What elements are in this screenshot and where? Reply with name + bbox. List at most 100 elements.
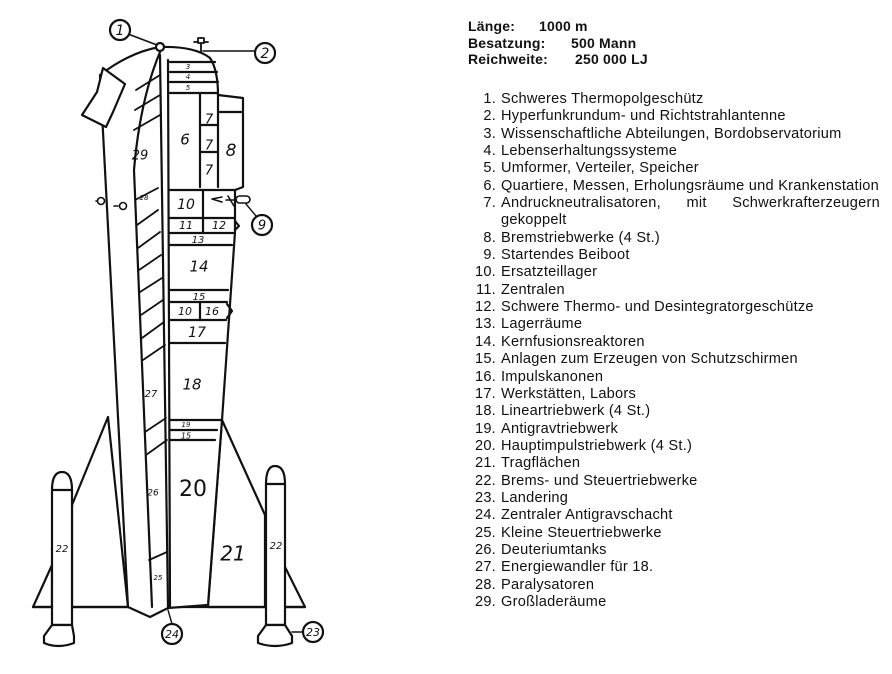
svg-text:2: 2 — [261, 46, 270, 62]
legend-item: 10. Ersatzteillager — [462, 264, 880, 281]
legend-number: 3. — [483, 125, 496, 142]
legend-item: 15.Anlagen zum Erzeugen von Schutzschirm… — [462, 351, 880, 368]
legend-text: Schwere Thermo- und Desintegratorgeschüt… — [501, 299, 814, 316]
legend-number: 16. — [474, 368, 496, 385]
legend-item: 19.Antigravtriebwerk — [462, 421, 880, 438]
svg-text:3: 3 — [186, 63, 190, 71]
legend-number: 29. — [474, 593, 496, 610]
launching-boat-icon — [211, 195, 251, 207]
legend-text: Umformer, Verteiler, Speicher — [501, 160, 699, 177]
legend-item: 11.Zentralen — [462, 282, 880, 299]
shaft-left-line — [158, 53, 170, 609]
legend-number: 27. — [474, 559, 496, 576]
svg-text:19: 19 — [182, 421, 191, 429]
legend-item: 22. Brems- und Steuertriebwerke — [462, 473, 880, 490]
svg-text:8: 8 — [226, 141, 237, 161]
antenna-icon — [193, 37, 209, 53]
legend-item: 5.Umformer, Verteiler, Speicher — [462, 160, 880, 177]
legend-number: 6. — [483, 177, 496, 194]
legend-number: 8. — [483, 229, 496, 246]
legend-text: Zentraler Antigravschacht — [501, 507, 673, 524]
legend-item: 21.Tragflächen — [462, 455, 880, 472]
legend-text: Brems- und Steuertriebwerke — [501, 472, 698, 489]
legend-item: 9. Startendes Beiboot — [462, 247, 880, 264]
svg-text:25: 25 — [154, 574, 163, 582]
legend-item: 27. Energiewandler für 18. — [462, 559, 880, 576]
legend-item: 1. Schweres Thermopolgeschütz — [462, 91, 880, 108]
svg-text:14: 14 — [189, 258, 208, 276]
legend-number: 11. — [476, 281, 496, 298]
legend-number: 14. — [474, 333, 496, 350]
svg-text:22: 22 — [56, 544, 69, 555]
legend-item: 14. Kernfusionsreaktoren — [462, 334, 880, 351]
callout-24: 24 — [160, 609, 184, 646]
legend-number: 18. — [474, 403, 496, 420]
legend-text: Quartiere, Messen, Erholungsräume und Kr… — [501, 177, 880, 194]
svg-text:23: 23 — [306, 626, 320, 639]
svg-text:7: 7 — [205, 113, 214, 128]
callout-1: 1 — [108, 18, 158, 46]
legend-number: 13. — [474, 316, 496, 333]
legend-text: Lagerräume — [501, 316, 583, 333]
legend-number: 21. — [474, 455, 496, 472]
legend-number: 22. — [474, 472, 496, 489]
left-top-fin — [80, 66, 127, 129]
legend-text: Andruckneutralisatoren, mit Schwerkrafte… — [501, 195, 880, 229]
svg-text:7: 7 — [205, 139, 214, 154]
legend-item: 4.Lebenserhaltungssysteme — [462, 143, 880, 160]
legend-number: 9. — [483, 247, 496, 264]
legend-number: 23. — [474, 489, 496, 506]
callout-9: 9 — [245, 203, 274, 237]
svg-text:7: 7 — [205, 164, 214, 179]
legend-text: Deuteriumtanks — [501, 541, 607, 558]
hatched-band — [132, 50, 162, 609]
legend-item: 13. Lagerräume — [462, 316, 880, 333]
legend-text: Ersatzteillager — [501, 264, 598, 281]
legend-item: 6. Quartiere, Messen, Erholungsräume und … — [462, 178, 880, 195]
svg-text:13: 13 — [192, 235, 205, 246]
svg-text:9: 9 — [258, 219, 266, 234]
legend-item: 7. Andruckneutralisatoren, mit Schwerkraf… — [462, 195, 880, 230]
legend-number: 7. — [483, 195, 496, 212]
svg-text:28: 28 — [140, 194, 149, 202]
svg-text:11: 11 — [179, 219, 193, 232]
svg-text:16: 16 — [205, 305, 219, 318]
legend-number: 19. — [474, 420, 496, 437]
paralysator-markers — [95, 196, 128, 211]
legend-item: 16. Impulskanonen — [462, 369, 880, 386]
svg-text:6: 6 — [180, 131, 190, 149]
right-pod — [256, 464, 294, 648]
legend-number: 1. — [483, 91, 496, 107]
compartment-labels: 3 4 5 6 7 7 7 8 10 11 12 13 14 15 10 16 … — [56, 63, 283, 582]
spec-crew: Besatzung:500 Mann — [468, 34, 637, 51]
legend-item: 25.Kleine Steuertriebwerke — [462, 525, 880, 542]
legend-text: Wissenschaftliche Abteilungen, Bordobser… — [501, 125, 842, 142]
legend-number: 20. — [474, 437, 496, 454]
hatching — [133, 74, 168, 561]
ship-specifications: Länge:1000 m Besatzung:500 Mann Reichwei… — [468, 18, 648, 68]
legend-text: Kernfusionsreaktoren — [501, 333, 645, 350]
legend-item: 3. Wissenschaftliche Abteilungen, Bordobs… — [462, 126, 880, 143]
legend-text: Hyperfunkrundum- und Richtstrahlantenne — [501, 108, 786, 125]
legend-text: Großladeräume — [501, 593, 607, 610]
legend-text: Schweres Thermopolgeschütz — [501, 91, 704, 107]
legend-item: 12.Schwere Thermo- und Desintegratorgesc… — [462, 299, 880, 316]
callout-23: 23 — [291, 620, 325, 644]
legend-number: 17. — [474, 385, 496, 402]
legend-number: 2. — [483, 108, 496, 125]
legend-text: Startendes Beiboot — [501, 247, 630, 264]
svg-text:17: 17 — [188, 325, 206, 341]
legend-item: 29. Großladeräume — [462, 594, 880, 611]
legend-item: 23. Landering — [462, 490, 880, 507]
svg-text:26: 26 — [147, 489, 159, 499]
legend-text: Lebenserhaltungssysteme — [501, 143, 678, 160]
legend-number: 10. — [474, 264, 496, 281]
legend-number: 24. — [474, 507, 496, 524]
legend-text: Landering — [501, 489, 569, 506]
right-fin-tip — [282, 563, 307, 609]
legend-text: Impulskanonen — [501, 368, 604, 385]
legend-item: 8.Bremstriebwerke (4 St.) — [462, 230, 880, 247]
spec-range: Reichweite:250 000 LJ — [468, 51, 648, 67]
legend-text: Energiewandler für 18. — [501, 559, 654, 576]
svg-text:1: 1 — [116, 23, 125, 39]
